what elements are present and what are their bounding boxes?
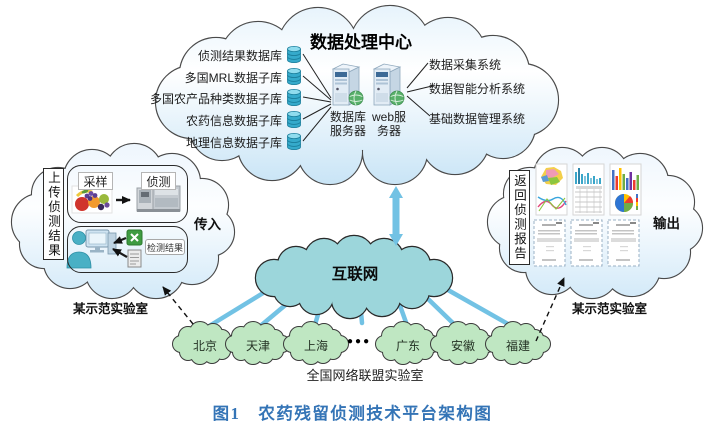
result-transfer-arrows (112, 236, 128, 258)
demo-lab-arrows (162, 277, 565, 342)
report-chart-thumbnail (609, 163, 642, 216)
document-file-icon (127, 249, 142, 268)
db-list-item: 侦测结果数据库 (197, 49, 282, 63)
data-center-title: 数据处理中心 (310, 33, 412, 52)
system-link-lines (406, 62, 433, 117)
city-label-anhui: 安徽 (450, 339, 475, 353)
city-label-beijing: 北京 (192, 339, 217, 353)
upload-side-label: 上传侦测结果 (43, 168, 64, 260)
database-icon (287, 110, 301, 129)
report-map-thumbnail (535, 163, 568, 216)
fruits-image (71, 185, 113, 214)
city-label-shanghai: 上海 (303, 339, 328, 353)
db-list-item: 农药信息数据子库 (185, 114, 282, 128)
database-icons (287, 45, 301, 151)
database-server-icon (332, 63, 364, 106)
sampling-detection-box (67, 165, 188, 223)
report-table-thumbnail (572, 163, 605, 216)
system-list-item: 数据智能分析系统 (429, 82, 526, 96)
city-ellipsis: ●●● (347, 336, 372, 347)
excel-file-icon (126, 229, 143, 246)
result-upload-box (67, 226, 188, 273)
system-list-item: 数据采集系统 (429, 58, 502, 72)
report-side-label: 返回侦测报告 (509, 170, 530, 265)
db-list-item: 多国农产品种类数据子库 (149, 92, 282, 106)
system-list-item: 基础数据管理系统 (429, 112, 526, 126)
datacenter-internet-arrow (389, 186, 403, 246)
flow-out-label: 输出 (653, 216, 680, 231)
city-label-guangdong: 广东 (395, 339, 420, 353)
detection-label: 侦测 (141, 172, 176, 190)
database-icon (287, 67, 301, 86)
figure-caption: 图1 农药残留侦测技术平台架构图 (212, 404, 493, 423)
city-label-tianjin: 天津 (245, 339, 270, 353)
city-label-fujian: 福建 (505, 339, 530, 353)
db-list-item: 地理信息数据子库 (185, 136, 282, 150)
flow-in-label: 传入 (194, 217, 221, 232)
web-server-icon (373, 63, 405, 106)
db-list-item: 多国MRL数据子库 (184, 71, 282, 85)
network-labs-label: 全国网络联盟实验室 (306, 368, 424, 383)
web-server-label: web服务器 (371, 110, 406, 138)
internet-label: 互联网 (331, 266, 379, 283)
database-server-label: 数据库服务器 (329, 110, 366, 138)
database-icon (287, 88, 301, 107)
test-result-tag: 检测结果 (145, 239, 185, 255)
instrument-image (136, 185, 181, 212)
report-page-thumbnails (533, 219, 640, 267)
database-icon (287, 132, 301, 151)
database-link-lines (302, 53, 332, 142)
right-demo-lab-label: 某示范实验室 (572, 302, 648, 316)
database-icon (287, 45, 301, 64)
sampling-label: 采样 (78, 172, 113, 190)
left-demo-lab-label: 某示范实验室 (73, 302, 149, 316)
